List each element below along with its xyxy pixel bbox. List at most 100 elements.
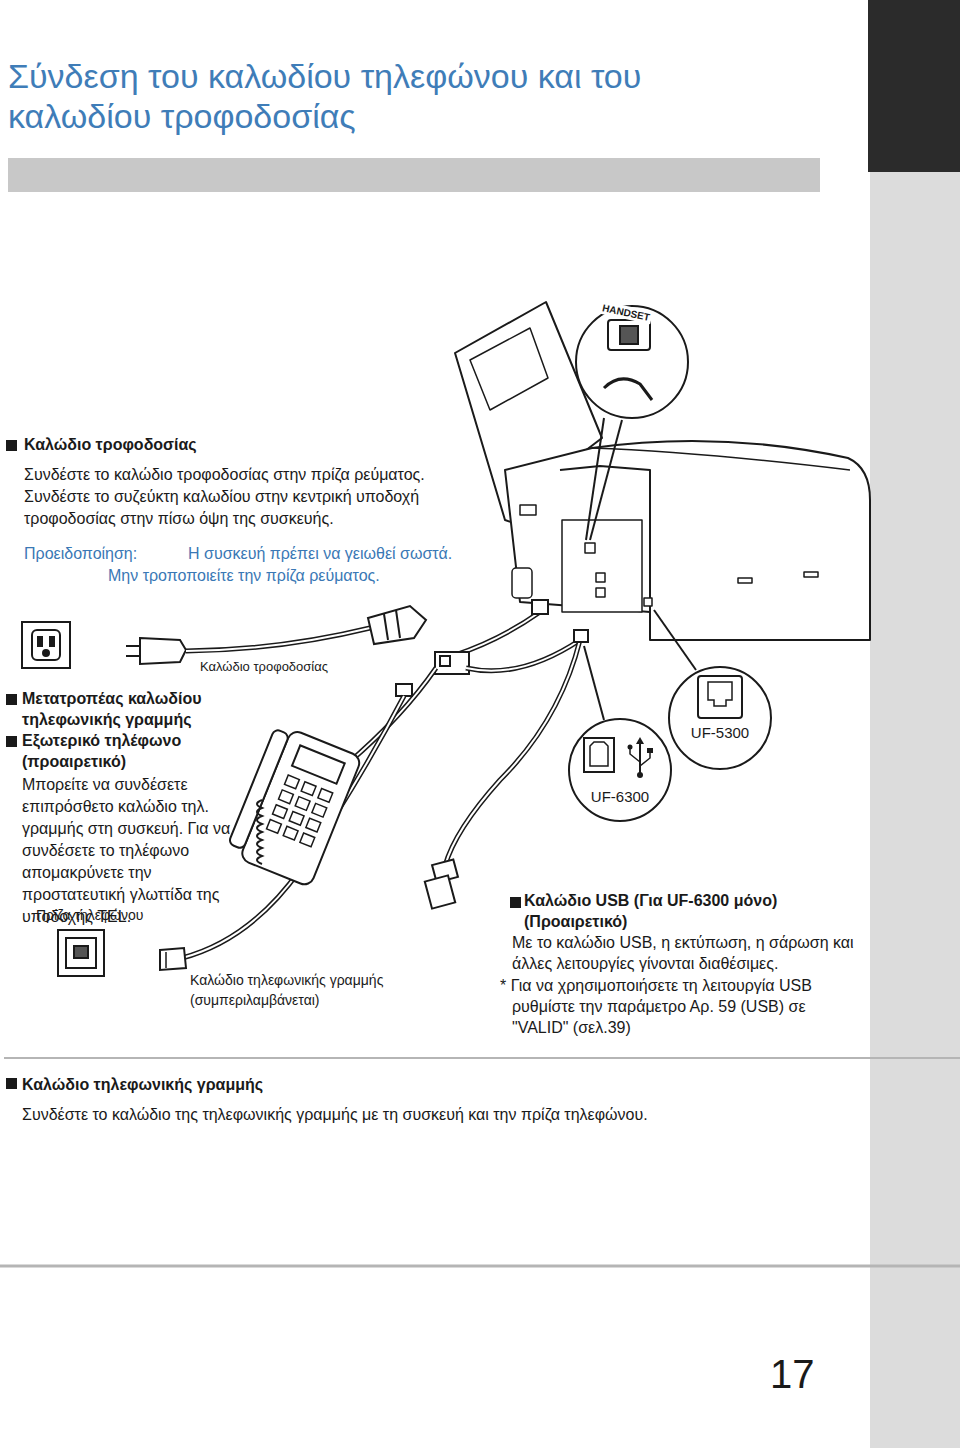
section-heading: Μετατροπέας καλωδίου τηλεφωνικής γραμμής xyxy=(22,688,212,730)
line-adapter-part xyxy=(532,600,548,614)
power-cord-part xyxy=(396,610,400,638)
power-cord-part xyxy=(38,637,42,646)
usb-cable xyxy=(425,610,696,909)
external-telephone-part-part-part xyxy=(267,820,282,834)
external-telephone xyxy=(224,723,362,887)
callout-icon-part xyxy=(708,682,732,706)
external-telephone-part-part-part xyxy=(283,826,298,840)
callout-icon-part xyxy=(639,740,641,774)
cable-label: Καλώδιο τηλεφωνικής γραμμής (συμπεριλαμβ… xyxy=(190,970,420,1010)
section-heading: Καλώδιο τροφοδοσίας xyxy=(24,434,324,455)
model-label: UF-6300 xyxy=(568,788,672,806)
uf6300-port-callout: UF-6300 xyxy=(568,718,672,822)
line-adapter-part xyxy=(466,640,580,671)
fax-machine-part xyxy=(562,520,642,612)
uf5300-port-callout: UF-5300 xyxy=(668,666,772,770)
page-furniture-part xyxy=(8,158,820,192)
usb-cable-part xyxy=(425,875,455,908)
handset-zoom-part xyxy=(604,379,652,400)
external-telephone-part xyxy=(257,800,262,864)
telephone-wall-jack-part xyxy=(160,948,186,970)
usb-cable-part xyxy=(574,630,588,642)
fax-machine-part xyxy=(592,448,850,470)
page-furniture-part xyxy=(870,172,960,1448)
external-telephone-part-part-part xyxy=(295,797,310,811)
telephone-wall-jack-part xyxy=(66,938,96,968)
fax-machine xyxy=(455,302,870,640)
callout-icon-part xyxy=(590,742,608,766)
callout-icon-part xyxy=(636,737,644,744)
page-furniture-part xyxy=(4,1057,960,1059)
fax-machine-part xyxy=(596,573,605,582)
handset-zoom-part xyxy=(608,320,650,350)
power-cord-part xyxy=(50,637,54,646)
note-text: * Για να χρησιμοποιήσετε τη λειτουργία U… xyxy=(500,975,862,1038)
callout-icon-part xyxy=(669,667,771,769)
cable-label: Καλώδιο τροφοδοσίας xyxy=(198,658,330,675)
external-telephone-part-part-part xyxy=(318,789,333,803)
page-furniture-part xyxy=(6,1078,17,1089)
power-cord-part xyxy=(186,628,370,651)
line-adapter-part xyxy=(455,612,540,655)
section-heading: Καλώδιο τηλεφωνικής γραμμής xyxy=(22,1074,422,1095)
warning-text: Η συσκευή πρέπει να γειωθεί σωστά. xyxy=(188,543,508,564)
power-cord-part xyxy=(384,614,388,640)
fax-machine-part xyxy=(804,572,818,577)
external-telephone-part-part xyxy=(292,745,345,783)
usb-cable-part xyxy=(654,610,696,670)
handset-zoom xyxy=(576,306,688,540)
power-cord-part xyxy=(368,606,426,644)
callout-icon-part xyxy=(630,748,640,762)
line-adapter xyxy=(182,600,580,958)
page-furniture-part xyxy=(868,0,960,172)
fax-machine-part xyxy=(585,543,595,553)
fax-machine-part xyxy=(512,568,532,598)
callout-icon-part xyxy=(647,748,653,753)
model-label: UF-5300 xyxy=(668,724,772,742)
power-cord-part xyxy=(126,645,140,647)
power-cord-part xyxy=(186,628,370,651)
callout-icon-part xyxy=(637,772,643,778)
power-cord-part xyxy=(43,650,49,656)
callout-circle xyxy=(568,718,672,822)
callout-icon-part xyxy=(628,745,633,750)
telephone-wall-jack-part xyxy=(165,952,167,968)
external-telephone-part-part xyxy=(267,775,333,847)
external-telephone-part xyxy=(224,723,362,887)
fax-machine-part xyxy=(644,598,652,606)
usb-cable-part xyxy=(445,640,580,866)
usb-cable-part xyxy=(445,640,580,866)
warning-text: Μην τροποποιείτε την πρίζα ρεύματος. xyxy=(108,565,468,586)
handset-zoom-part xyxy=(590,420,622,540)
instruction-text: Μπορείτε να συνδέσετε επιπρόσθετο καλώδι… xyxy=(22,774,247,928)
warning-label: Προειδοποίηση: xyxy=(24,543,184,564)
fax-machine-part xyxy=(520,505,536,515)
external-telephone-part-part-part xyxy=(273,805,288,819)
external-telephone-part-part-part xyxy=(306,818,321,832)
section-heading: Καλώδιο USB (Για UF-6300 μόνο) (Προαιρετ… xyxy=(524,890,824,932)
section-heading: Εξωτερικό τηλέφωνο (προαιρετικό) xyxy=(22,730,212,772)
power-cord-part xyxy=(32,630,60,660)
handset-zoom-part xyxy=(620,326,638,344)
usb-cable-part xyxy=(584,646,604,720)
page-title: Σύνδεση του καλωδίου τηλεφώνου και του κ… xyxy=(8,56,648,136)
line-adapter-part xyxy=(455,612,540,655)
instruction-text: Με το καλώδιο USB, η εκτύπωση, η σάρωση … xyxy=(512,932,864,974)
instruction-text: Συνδέστε το καλώδιο τροφοδοσίας στην πρί… xyxy=(24,464,494,530)
fax-machine-part xyxy=(470,328,548,410)
page-furniture-part xyxy=(510,897,521,908)
external-telephone-part-part-part xyxy=(300,833,315,847)
telephone-wall-jack-part xyxy=(74,946,88,958)
line-adapter-part xyxy=(396,684,412,696)
callout-icon-part xyxy=(569,719,671,821)
fax-machine-part xyxy=(738,578,752,583)
handset-zoom-part xyxy=(576,306,688,418)
line-adapter-part xyxy=(440,656,450,666)
callout-icon-part xyxy=(698,676,742,718)
external-telephone-part-part-part xyxy=(312,803,327,817)
page-furniture-part xyxy=(6,736,17,747)
power-cord-part xyxy=(22,622,70,668)
telephone-wall-jack-part xyxy=(58,930,104,976)
